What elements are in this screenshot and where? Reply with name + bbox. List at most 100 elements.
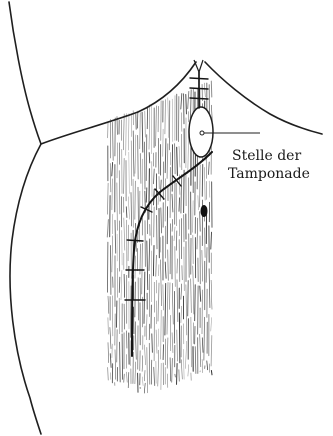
right-slope-line	[205, 62, 322, 134]
hatch-stroke	[172, 194, 173, 212]
hatch-stroke	[209, 162, 210, 175]
hatch-stroke	[168, 98, 169, 138]
hatch-stroke	[172, 283, 173, 324]
hatch-stroke	[138, 187, 139, 224]
tamponade-ring	[189, 107, 213, 157]
hatch-stroke	[179, 313, 180, 363]
hatch-stroke	[181, 94, 182, 109]
hatch-stroke	[206, 248, 207, 283]
hatch-stroke	[135, 181, 136, 219]
hatch-stroke	[135, 322, 136, 360]
hatch-stroke	[172, 99, 173, 141]
hatch-stroke	[157, 216, 158, 249]
hatch-stroke	[200, 165, 201, 207]
hatch-stroke	[124, 374, 125, 382]
hatch-stroke	[174, 227, 175, 241]
hatch-stroke	[184, 349, 185, 379]
lower-left-contour	[10, 144, 41, 434]
hatch-stroke	[191, 279, 192, 313]
hatch-stroke	[126, 207, 127, 218]
hatch-stroke	[175, 247, 176, 287]
hatch-stroke	[124, 218, 125, 250]
hatch-stroke	[129, 114, 130, 151]
hatch-stroke	[167, 144, 168, 179]
hatch-stroke	[144, 383, 145, 393]
hatch-stroke	[110, 327, 111, 348]
hatch-stroke	[177, 147, 178, 175]
hatch-stroke	[209, 269, 210, 308]
hatch-stroke	[177, 364, 178, 385]
hatch-stroke	[117, 117, 118, 135]
hatch-stroke	[176, 231, 177, 250]
hatch-stroke	[142, 112, 143, 152]
hatch-stroke	[108, 183, 109, 214]
hatch-stroke	[172, 333, 173, 353]
hatch-stroke	[124, 158, 125, 193]
hatch-stroke	[181, 306, 182, 322]
hatch-stroke	[128, 197, 129, 219]
hatch-stroke	[161, 260, 162, 306]
hatch-stroke	[117, 143, 118, 178]
hatch-stroke	[200, 334, 201, 367]
hatch-stroke	[158, 329, 159, 347]
hatch-stroke	[110, 354, 111, 368]
hatch-stroke	[204, 317, 205, 360]
hatch-stroke	[140, 154, 141, 184]
hatch-stroke	[188, 92, 189, 109]
hatch-stroke	[127, 372, 128, 382]
hatch-stroke	[211, 232, 212, 249]
hatch-stroke	[204, 83, 205, 97]
hatch-stroke	[161, 310, 162, 359]
hatch-stroke	[135, 362, 136, 384]
hatch-stroke	[186, 341, 187, 368]
hatch-stroke	[119, 277, 120, 292]
hatch-stroke	[209, 181, 210, 197]
hatch-stroke	[115, 350, 116, 380]
hatch-stroke	[147, 348, 148, 393]
hatch-stroke	[112, 179, 113, 210]
hatch-stroke	[142, 243, 143, 294]
hatch-stroke	[202, 250, 203, 281]
label-tamponade: Tamponade	[228, 166, 310, 183]
hatch-stroke	[211, 81, 212, 97]
hatch-stroke	[209, 364, 210, 373]
hatch-stroke	[142, 377, 143, 386]
hatch-stroke	[177, 280, 178, 322]
hatch-stroke	[200, 212, 201, 232]
hatch-stroke	[112, 163, 113, 176]
label-stelle-der: Stelle der	[232, 148, 301, 165]
hatch-stroke	[156, 330, 157, 353]
hatch-stroke	[186, 285, 187, 335]
hatch-stroke	[181, 175, 182, 213]
hatch-stroke	[193, 201, 194, 233]
hatch-stroke	[122, 334, 123, 379]
hatch-stroke	[186, 94, 187, 114]
hatch-stroke	[131, 193, 132, 227]
hatch-stroke	[175, 144, 176, 174]
hatch-stroke	[202, 359, 203, 372]
hatch-stroke	[193, 266, 194, 314]
hatch-stroke	[146, 188, 147, 202]
hatch-stroke	[205, 167, 206, 200]
hatch-stroke	[110, 164, 111, 192]
hatch-stroke	[181, 113, 182, 132]
hatch-stroke	[181, 360, 182, 379]
hatch-stroke	[149, 239, 150, 271]
hatch-stroke	[189, 234, 190, 277]
hatch-stroke	[123, 114, 124, 150]
hatch-stroke	[163, 285, 164, 310]
hatch-stroke	[137, 111, 138, 128]
hatch-stroke	[120, 342, 121, 382]
hatch-stroke	[115, 220, 116, 253]
hatch-stroke	[179, 240, 180, 282]
hatch-stroke	[161, 208, 162, 233]
hatch-stroke	[211, 280, 212, 309]
hatch-stroke	[130, 286, 131, 338]
hatch-stroke	[146, 315, 147, 340]
hatch-stroke	[154, 169, 155, 184]
hatch-stroke	[167, 283, 168, 335]
upper-left-contour	[9, 2, 41, 144]
hatch-stroke	[167, 338, 168, 369]
hatch-stroke	[126, 114, 127, 156]
hatch-stroke	[188, 365, 189, 377]
